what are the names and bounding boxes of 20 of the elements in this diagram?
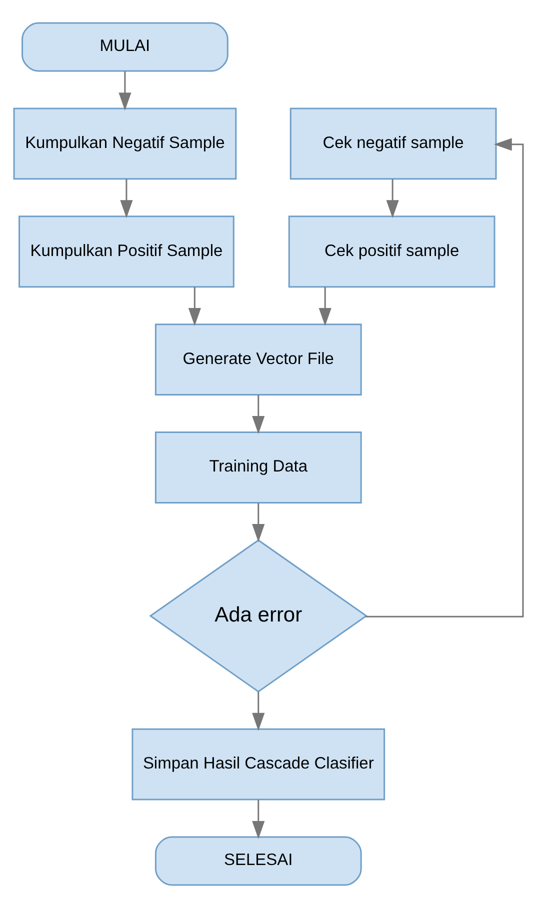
node-box: Kumpulkan Negatif Sample — [13, 107, 237, 180]
node-box: Cek positif sample — [288, 215, 496, 288]
node-box: Generate Vector File — [154, 323, 362, 396]
arrow — [252, 502, 265, 542]
arrow — [318, 286, 332, 326]
arrow — [252, 799, 265, 838]
node-box: Cek negatif sample — [290, 107, 497, 180]
arrow — [386, 178, 399, 218]
arrow — [120, 178, 133, 218]
node-box: Training Data — [154, 431, 362, 503]
arrow — [252, 691, 265, 730]
arrow — [188, 286, 201, 326]
node-box: MULAI — [22, 22, 228, 72]
arrow — [366, 138, 524, 617]
node-box: SELESAI — [154, 836, 362, 886]
arrow — [252, 394, 265, 434]
arrow — [118, 70, 132, 110]
node-box: Kumpulkan Positif Sample — [18, 215, 234, 288]
node-diamond: Ada error — [149, 538, 368, 692]
node-box: Simpan Hasil Cascade Clasifier — [132, 728, 386, 800]
